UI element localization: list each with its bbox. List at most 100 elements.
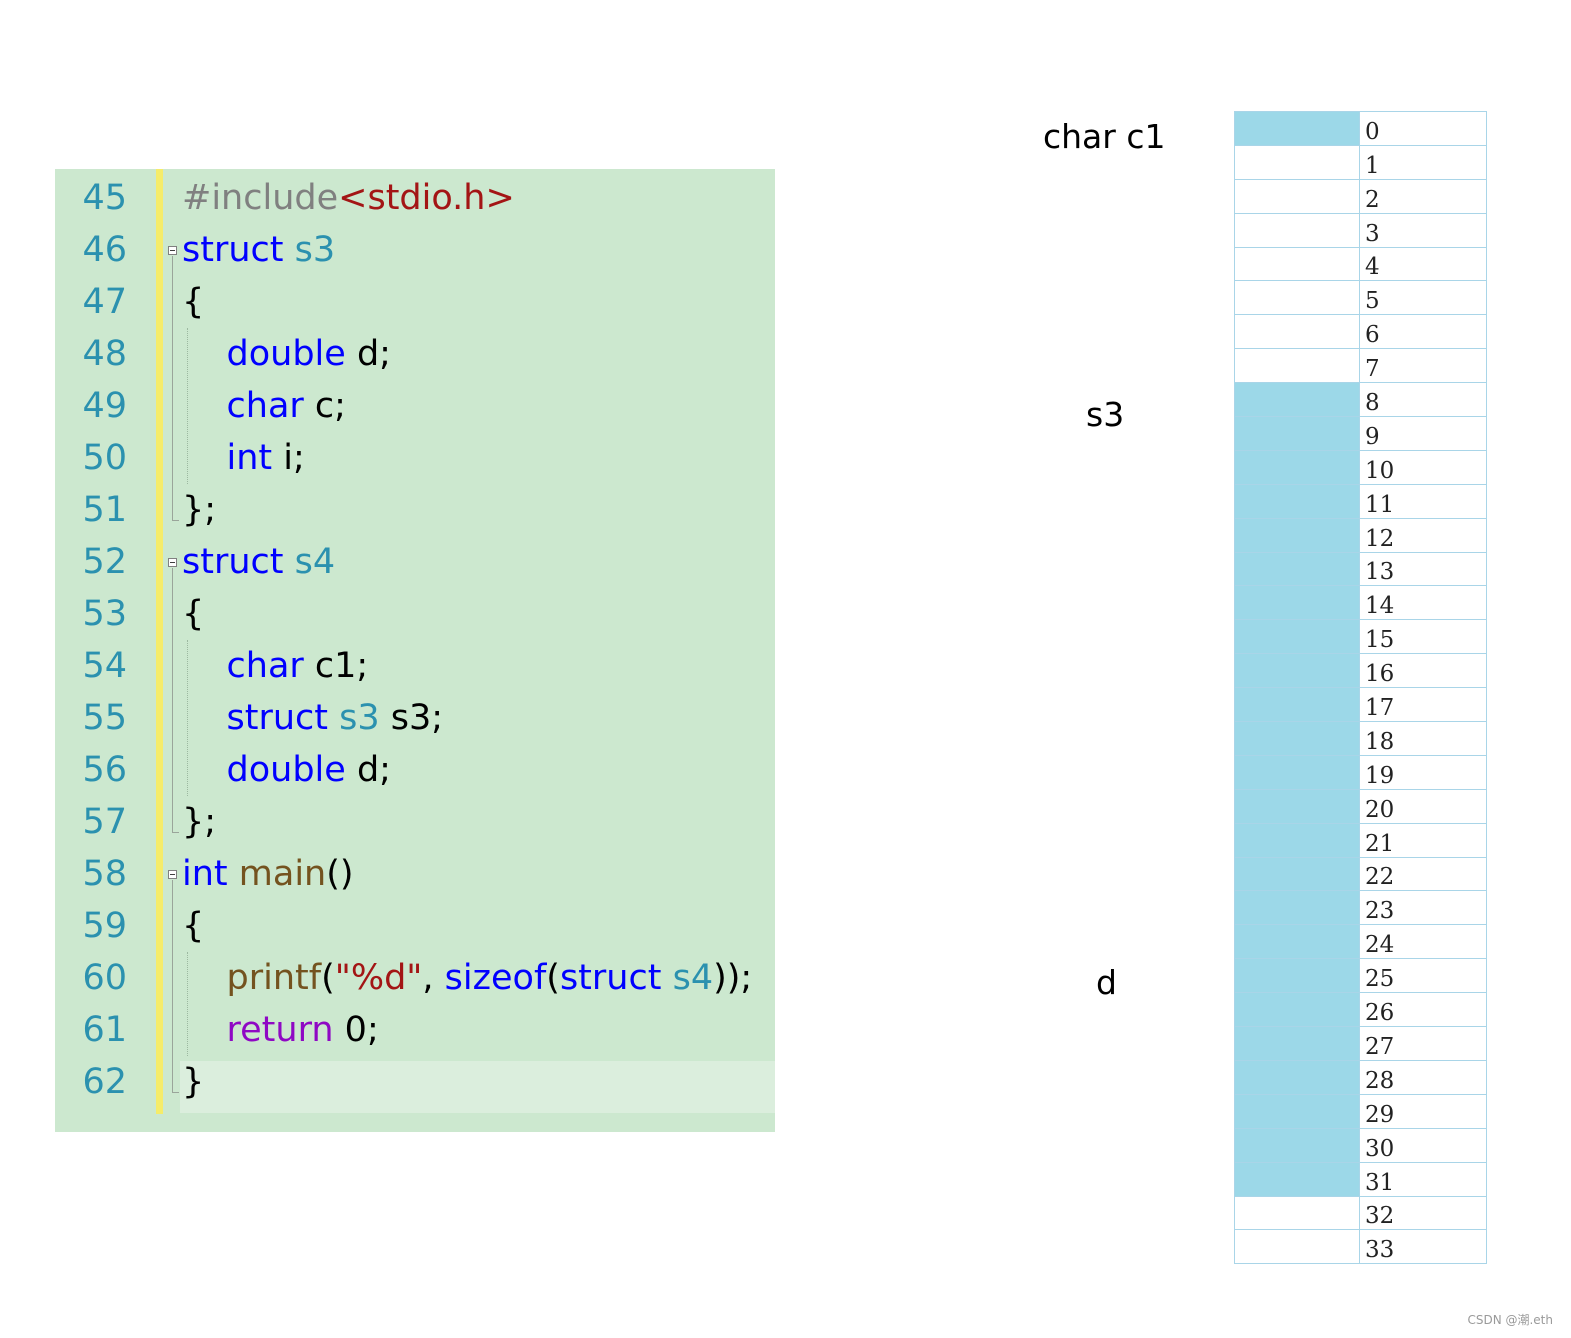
occupied-byte-cell bbox=[1234, 619, 1360, 655]
memory-byte-row: 15 bbox=[1234, 619, 1487, 655]
padding-byte-cell bbox=[1234, 1229, 1360, 1265]
code-token: "%d" bbox=[334, 958, 423, 998]
code-line[interactable]: 50 int i; bbox=[55, 432, 775, 484]
memory-byte-row: 23 bbox=[1234, 890, 1487, 926]
memory-byte-row: 13 bbox=[1234, 551, 1487, 587]
occupied-byte-cell bbox=[1234, 1059, 1360, 1095]
indent-guide bbox=[187, 952, 188, 1056]
code-line[interactable]: 57}; bbox=[55, 796, 775, 848]
code-line[interactable]: 51}; bbox=[55, 484, 775, 536]
memory-byte-row: 4 bbox=[1234, 246, 1487, 282]
code-text: } bbox=[182, 1056, 204, 1108]
code-token: double bbox=[226, 334, 346, 374]
memory-byte-row: 9 bbox=[1234, 416, 1487, 451]
code-line[interactable]: 56 double d; bbox=[55, 744, 775, 796]
byte-offset-label: 2 bbox=[1359, 178, 1487, 214]
padding-byte-cell bbox=[1234, 280, 1360, 316]
collapse-icon[interactable] bbox=[168, 246, 177, 255]
memory-byte-row: 31 bbox=[1234, 1161, 1487, 1197]
collapse-icon[interactable] bbox=[168, 870, 177, 879]
code-text: { bbox=[182, 900, 204, 952]
code-text: int i; bbox=[182, 432, 305, 484]
code-token: struct bbox=[559, 958, 662, 998]
padding-byte-cell bbox=[1234, 348, 1360, 384]
occupied-byte-cell bbox=[1234, 653, 1360, 689]
indent-guide bbox=[187, 640, 188, 796]
byte-offset-label: 22 bbox=[1359, 856, 1487, 892]
byte-offset-label: 17 bbox=[1359, 687, 1487, 723]
code-token: int bbox=[226, 438, 273, 478]
code-line[interactable]: 62} bbox=[55, 1056, 775, 1108]
code-token bbox=[182, 334, 227, 374]
fold-guide bbox=[172, 880, 173, 1092]
occupied-byte-cell bbox=[1234, 890, 1360, 926]
code-line[interactable]: 55 struct s3 s3; bbox=[55, 692, 775, 744]
code-line[interactable]: 45#include<stdio.h> bbox=[55, 172, 775, 224]
code-line[interactable]: 60 printf("%d", sizeof(struct s4)); bbox=[55, 952, 775, 1004]
byte-offset-label: 8 bbox=[1359, 382, 1487, 418]
occupied-byte-cell bbox=[1234, 754, 1360, 790]
collapse-icon[interactable] bbox=[168, 558, 177, 567]
code-line[interactable]: 49 char c; bbox=[55, 380, 775, 432]
memory-byte-row: 7 bbox=[1234, 348, 1487, 384]
code-line[interactable]: 58 int main() bbox=[55, 848, 775, 900]
code-text: struct s4 bbox=[182, 536, 335, 588]
occupied-byte-cell bbox=[1234, 856, 1360, 892]
code-line[interactable]: 47{ bbox=[55, 276, 775, 328]
memory-byte-row: 24 bbox=[1234, 924, 1487, 960]
byte-offset-label: 26 bbox=[1359, 992, 1487, 1028]
code-line[interactable]: 53 { bbox=[55, 588, 775, 640]
line-number: 58 bbox=[82, 854, 127, 894]
code-line[interactable]: 61 return 0; bbox=[55, 1004, 775, 1056]
byte-offset-label: 12 bbox=[1359, 517, 1487, 553]
code-line[interactable]: 48 double d; bbox=[55, 328, 775, 380]
code-token: }; bbox=[182, 802, 217, 842]
code-token bbox=[228, 854, 239, 894]
code-token: c; bbox=[303, 386, 346, 426]
label-d: d bbox=[1096, 963, 1117, 1002]
change-indicator-bar bbox=[156, 169, 163, 1114]
occupied-byte-cell bbox=[1234, 822, 1360, 858]
code-token: ( bbox=[546, 958, 560, 998]
code-token bbox=[182, 646, 227, 686]
line-number: 49 bbox=[82, 386, 127, 426]
byte-offset-label: 6 bbox=[1359, 314, 1487, 350]
memory-byte-row: 8 bbox=[1234, 382, 1487, 418]
code-token bbox=[182, 1010, 227, 1050]
line-number: 46 bbox=[82, 230, 127, 270]
padding-byte-cell bbox=[1234, 212, 1360, 248]
code-line[interactable]: 59 { bbox=[55, 900, 775, 952]
watermark: CSDN @潮.eth bbox=[1467, 1313, 1553, 1327]
code-token: double bbox=[226, 750, 346, 790]
line-number: 62 bbox=[82, 1062, 127, 1102]
code-token: () bbox=[326, 854, 354, 894]
code-text: int main() bbox=[182, 848, 354, 900]
code-line[interactable]: 54 char c1; bbox=[55, 640, 775, 692]
code-token: { bbox=[182, 594, 205, 634]
code-text: { bbox=[182, 276, 204, 328]
padding-byte-cell bbox=[1234, 1195, 1360, 1231]
occupied-byte-cell bbox=[1234, 111, 1360, 146]
line-number: 53 bbox=[82, 594, 127, 634]
byte-offset-label: 24 bbox=[1359, 924, 1487, 960]
byte-offset-label: 23 bbox=[1359, 890, 1487, 926]
memory-byte-row: 25 bbox=[1234, 958, 1487, 994]
code-text: char c1; bbox=[182, 640, 369, 692]
memory-byte-row: 29 bbox=[1234, 1093, 1487, 1129]
code-token: { bbox=[182, 282, 205, 322]
memory-byte-row: 20 bbox=[1234, 788, 1487, 824]
code-token: , bbox=[422, 958, 445, 998]
memory-byte-row: 3 bbox=[1234, 212, 1487, 248]
code-token: s3; bbox=[379, 698, 444, 738]
occupied-byte-cell bbox=[1234, 449, 1360, 485]
code-token: s4 bbox=[672, 958, 714, 998]
occupied-byte-cell bbox=[1234, 992, 1360, 1028]
byte-offset-label: 13 bbox=[1359, 551, 1487, 587]
code-token bbox=[182, 386, 227, 426]
line-number: 59 bbox=[82, 906, 127, 946]
code-token bbox=[661, 958, 672, 998]
code-token bbox=[182, 698, 227, 738]
padding-byte-cell bbox=[1234, 144, 1360, 180]
